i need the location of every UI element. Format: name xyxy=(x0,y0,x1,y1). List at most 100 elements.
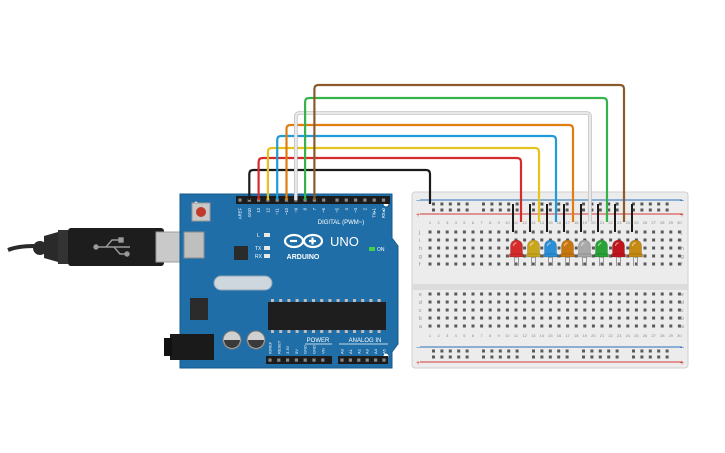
bottom-pin-holes xyxy=(268,358,386,362)
terminal-hole xyxy=(428,300,432,304)
rail-hole xyxy=(665,202,669,206)
chip-pin xyxy=(369,330,373,333)
terminal-hole xyxy=(566,316,570,320)
column-number-top: 8 xyxy=(489,220,492,225)
rail-hole xyxy=(432,208,435,212)
rail-plus-bl: + xyxy=(416,360,420,367)
terminal-hole xyxy=(626,238,630,242)
analog-pin-label: A0 xyxy=(340,348,345,354)
rail-hole xyxy=(532,349,535,353)
led[interactable] xyxy=(543,239,558,266)
terminal-hole xyxy=(643,316,647,320)
terminal-hole xyxy=(583,324,587,328)
column-number-top: 5 xyxy=(463,220,466,225)
power-pin-label: Vin xyxy=(320,348,325,354)
terminal-hole xyxy=(557,292,561,296)
terminal-hole xyxy=(660,246,664,250)
analog-pin-hole xyxy=(365,358,369,362)
row-letter-right: f xyxy=(681,262,683,268)
chip-pin xyxy=(336,330,340,333)
terminal-hole xyxy=(523,238,527,242)
rail-hole xyxy=(598,355,602,359)
rail-hole xyxy=(440,355,444,359)
rail-hole xyxy=(640,202,644,206)
led[interactable] xyxy=(628,239,643,266)
terminal-hole xyxy=(652,308,656,312)
terminal-hole xyxy=(523,300,527,304)
power-pin-label: GND xyxy=(303,345,308,354)
chip-pin xyxy=(312,330,315,333)
terminal-hole xyxy=(574,254,578,258)
rail-hole xyxy=(490,349,494,353)
terminal-hole xyxy=(609,324,613,328)
row-letter-right: j xyxy=(680,230,682,236)
terminal-hole xyxy=(523,246,527,250)
rail-hole xyxy=(457,208,461,212)
column-number-top: 22 xyxy=(608,220,613,225)
led[interactable] xyxy=(560,239,575,266)
reset-button[interactable] xyxy=(196,207,206,217)
terminal-hole xyxy=(523,324,527,328)
terminal-hole xyxy=(669,254,673,258)
terminal-hole xyxy=(652,316,656,320)
led[interactable] xyxy=(509,239,524,266)
led[interactable] xyxy=(611,239,626,266)
column-number-bottom: 16 xyxy=(557,333,562,338)
terminal-hole xyxy=(445,230,449,234)
led-l xyxy=(264,233,270,237)
terminal-hole xyxy=(531,230,535,234)
terminal-hole xyxy=(540,254,544,258)
terminal-hole xyxy=(574,316,578,320)
rail-hole xyxy=(565,208,569,212)
terminal-hole xyxy=(591,254,595,258)
usb-symbol-icon xyxy=(93,237,130,257)
led[interactable] xyxy=(526,239,541,266)
terminal-hole xyxy=(497,254,501,258)
jumper-wire xyxy=(285,123,575,222)
terminal-hole xyxy=(523,230,527,234)
terminal-hole xyxy=(566,300,570,304)
led-rim xyxy=(577,253,592,258)
terminal-hole xyxy=(505,324,509,328)
terminal-hole xyxy=(660,308,664,312)
terminal-hole xyxy=(497,300,501,304)
terminal-hole xyxy=(643,292,647,296)
rail-hole xyxy=(507,202,511,206)
row-letter-left: b xyxy=(419,316,422,322)
terminal-hole xyxy=(462,238,466,242)
rail-minus-tl: − xyxy=(416,198,420,205)
power-pin-label: 5V xyxy=(294,349,299,354)
terminal-hole xyxy=(617,300,621,304)
terminal-hole xyxy=(514,238,518,242)
rail-hole xyxy=(557,208,561,212)
analog-pin-label: A2 xyxy=(356,348,361,354)
column-number-top: 19 xyxy=(583,220,588,225)
digital-pin-hole xyxy=(257,198,261,202)
rail-hole xyxy=(615,355,619,359)
row-letter-right: c xyxy=(681,308,684,314)
terminal-hole xyxy=(480,308,484,312)
terminal-hole xyxy=(488,262,492,266)
rail-hole xyxy=(515,349,519,353)
chip-pin xyxy=(320,330,324,333)
led[interactable] xyxy=(594,239,609,266)
column-number-top: 29 xyxy=(669,220,674,225)
terminal-hole xyxy=(677,300,681,304)
rail-hole xyxy=(640,355,644,359)
power-pin-label: RESET xyxy=(276,340,281,354)
terminal-hole xyxy=(643,238,647,242)
led[interactable] xyxy=(577,239,592,266)
terminal-hole xyxy=(566,238,570,242)
capacitor-1-band xyxy=(224,340,240,348)
rail-hole xyxy=(565,202,569,206)
terminal-hole xyxy=(574,308,578,312)
terminal-hole xyxy=(583,230,587,234)
digital-pin-label: ~10 xyxy=(284,207,289,215)
arduino-logo-icon xyxy=(283,233,324,249)
terminal-hole xyxy=(480,292,484,296)
column-number-bottom: 12 xyxy=(522,333,527,338)
terminal-hole xyxy=(540,308,544,312)
column-number-bottom: 10 xyxy=(505,333,510,338)
digital-pin-hole xyxy=(372,198,376,202)
rail-hole xyxy=(557,202,561,206)
